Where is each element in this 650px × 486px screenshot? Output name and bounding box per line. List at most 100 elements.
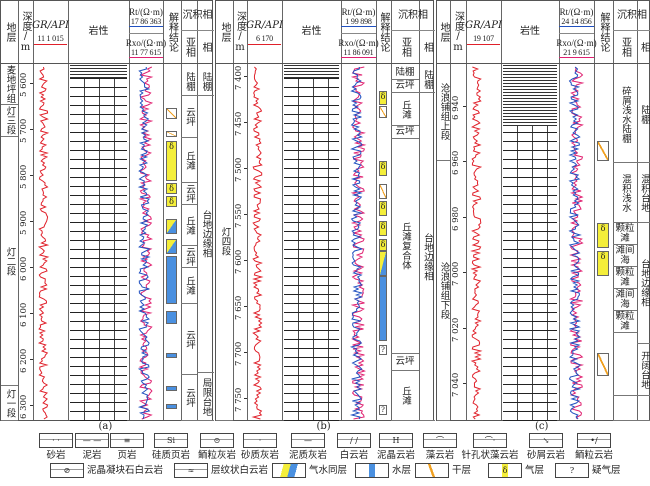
legend-swatch-icon: δ bbox=[488, 463, 522, 478]
facies-cell: 台地边缘相 bbox=[419, 93, 435, 421]
column-divider bbox=[376, 1, 377, 420]
header-rt: Rt/(Ω·m)24 14 856 bbox=[559, 1, 594, 34]
depth-tick-label: 6 100 bbox=[19, 302, 29, 327]
column-divider bbox=[559, 1, 560, 420]
depth-tick bbox=[463, 327, 466, 329]
legend-item: 干层 bbox=[415, 463, 471, 478]
depth-tick bbox=[30, 267, 33, 268]
rt-curve bbox=[349, 67, 364, 420]
column-divider bbox=[247, 1, 248, 420]
rt-scale: 17 86 363 bbox=[129, 16, 163, 27]
depth-tick-label: 6 940 bbox=[451, 95, 461, 120]
depth-tick bbox=[463, 272, 466, 274]
depth-tick bbox=[30, 175, 33, 176]
legend-label: 硅质页岩 bbox=[151, 450, 190, 461]
gr-curve bbox=[251, 66, 264, 420]
rxo-scale: 11 86 091 bbox=[341, 48, 376, 58]
gr-scale: 6 170 bbox=[247, 34, 282, 45]
header-strata: 地层 bbox=[4, 22, 15, 42]
header-lithology: 岩性 bbox=[301, 26, 322, 37]
header-strata: 地层 bbox=[219, 22, 230, 42]
rt-title: Rt/(Ω·m) bbox=[341, 6, 376, 17]
strata-unit: 沧浪铺组下段 bbox=[437, 161, 450, 421]
subfacies-cell bbox=[613, 333, 637, 396]
depth-tick bbox=[30, 129, 33, 130]
depth-tick-label: 7 000 bbox=[451, 261, 461, 287]
depth-tick bbox=[244, 214, 247, 215]
header-depth: 深度/m bbox=[20, 11, 31, 53]
panel-caption: (c) bbox=[535, 421, 549, 432]
depth-tick-label: 7 600 bbox=[234, 249, 244, 274]
legend-swatch-icon: / / bbox=[337, 433, 371, 448]
legend-item: ⊙鲕粒灰岩 bbox=[187, 433, 247, 461]
rt-curve bbox=[568, 66, 582, 420]
legend-label: 砂岩 bbox=[46, 450, 66, 461]
header-interpretation: 解释结论 bbox=[166, 12, 178, 52]
legend-item: Si 硅质页岩 bbox=[141, 433, 201, 461]
depth-tick-label: 6 960 bbox=[451, 151, 461, 176]
subfacies-cell: 碎屑浅水陆棚 bbox=[613, 67, 637, 163]
dry-layer-marker bbox=[166, 108, 177, 119]
legend-label: 气层 bbox=[525, 465, 545, 476]
water-layer-marker bbox=[166, 386, 177, 391]
header-rt: Rt/(Ω·m)17 86 363 bbox=[129, 1, 163, 34]
rxo-curve bbox=[350, 66, 367, 420]
gas-layer-marker: δ bbox=[597, 251, 609, 276]
rxo-scale: 11 77 615 bbox=[129, 48, 163, 58]
suspected-gas-marker: ? bbox=[379, 345, 387, 355]
legend-swatch-icon: Si bbox=[154, 433, 188, 448]
subfacies-cell: 云坪 bbox=[181, 375, 197, 421]
facies-cell: 陆棚 bbox=[637, 67, 650, 163]
legend-swatch-icon: H bbox=[379, 433, 413, 448]
gas-water-layer-marker bbox=[379, 251, 387, 276]
depth-tick bbox=[244, 352, 247, 353]
subfacies-cell: 云坪 bbox=[181, 183, 197, 205]
header-lithology: 岩性 bbox=[88, 26, 109, 37]
gr-curve bbox=[37, 66, 50, 420]
gas-layer-marker: δ bbox=[379, 161, 387, 176]
legend-swatch-icon: ⌒· bbox=[473, 433, 507, 448]
depth-tick-label: 5 900 bbox=[19, 210, 29, 235]
facies-cell: 混积台地 bbox=[637, 163, 650, 223]
legend-swatch-icon: ≈ bbox=[174, 463, 208, 478]
subfacies-cell: 丘滩 bbox=[181, 138, 197, 183]
legend-item: ?疑气层 bbox=[555, 463, 621, 478]
column-divider bbox=[68, 1, 69, 420]
dry-layer-marker bbox=[597, 353, 609, 376]
subfacies-cell: 混积浅水 bbox=[613, 163, 637, 223]
depth-tick-label: 7 450 bbox=[234, 111, 244, 136]
legend-item: · ·砂岩 bbox=[26, 433, 86, 461]
depth-tick-label: 7 500 bbox=[234, 157, 244, 182]
legend-label: 页岩 bbox=[117, 450, 137, 461]
legend-swatch-icon bbox=[415, 463, 449, 478]
header-subfacies: 亚相 bbox=[183, 37, 195, 57]
depth-tick-label: 6 300 bbox=[19, 394, 29, 419]
gr-scale: 19 107 bbox=[466, 34, 501, 45]
facies-cell: 陆棚 bbox=[419, 67, 435, 93]
header-depth: 深度/m bbox=[234, 11, 246, 53]
legend-label: 干层 bbox=[452, 465, 472, 476]
header-depth: 深度/m bbox=[452, 11, 464, 53]
depth-tick bbox=[30, 313, 33, 314]
legend-item: 水层 bbox=[355, 463, 411, 478]
dry-layer-marker bbox=[379, 184, 387, 199]
depth-tick bbox=[463, 106, 466, 107]
depth-tick-label: 7 750 bbox=[234, 387, 244, 412]
depth-tick bbox=[244, 398, 247, 399]
strata-unit: 麦地坪组 bbox=[1, 63, 18, 105]
subfacies-cell: 滩间海 bbox=[613, 245, 637, 267]
column-divider bbox=[163, 1, 164, 420]
dry-layer-marker bbox=[166, 131, 177, 137]
legend-swatch-icon: •/ bbox=[577, 433, 611, 448]
column-divider bbox=[233, 1, 234, 420]
subfacies-cell: 丘滩 bbox=[181, 205, 197, 246]
legend-swatch-icon bbox=[355, 463, 389, 478]
subfacies-cell: 云坪 bbox=[181, 246, 197, 268]
water-layer-marker bbox=[166, 353, 177, 358]
dolomite-lithology-column bbox=[284, 78, 339, 421]
subfacies-cell: 丘滩复合体 bbox=[391, 139, 419, 354]
depth-tick-label: 6 000 bbox=[19, 256, 29, 281]
column-divider bbox=[129, 1, 130, 420]
depth-tick bbox=[244, 76, 247, 77]
